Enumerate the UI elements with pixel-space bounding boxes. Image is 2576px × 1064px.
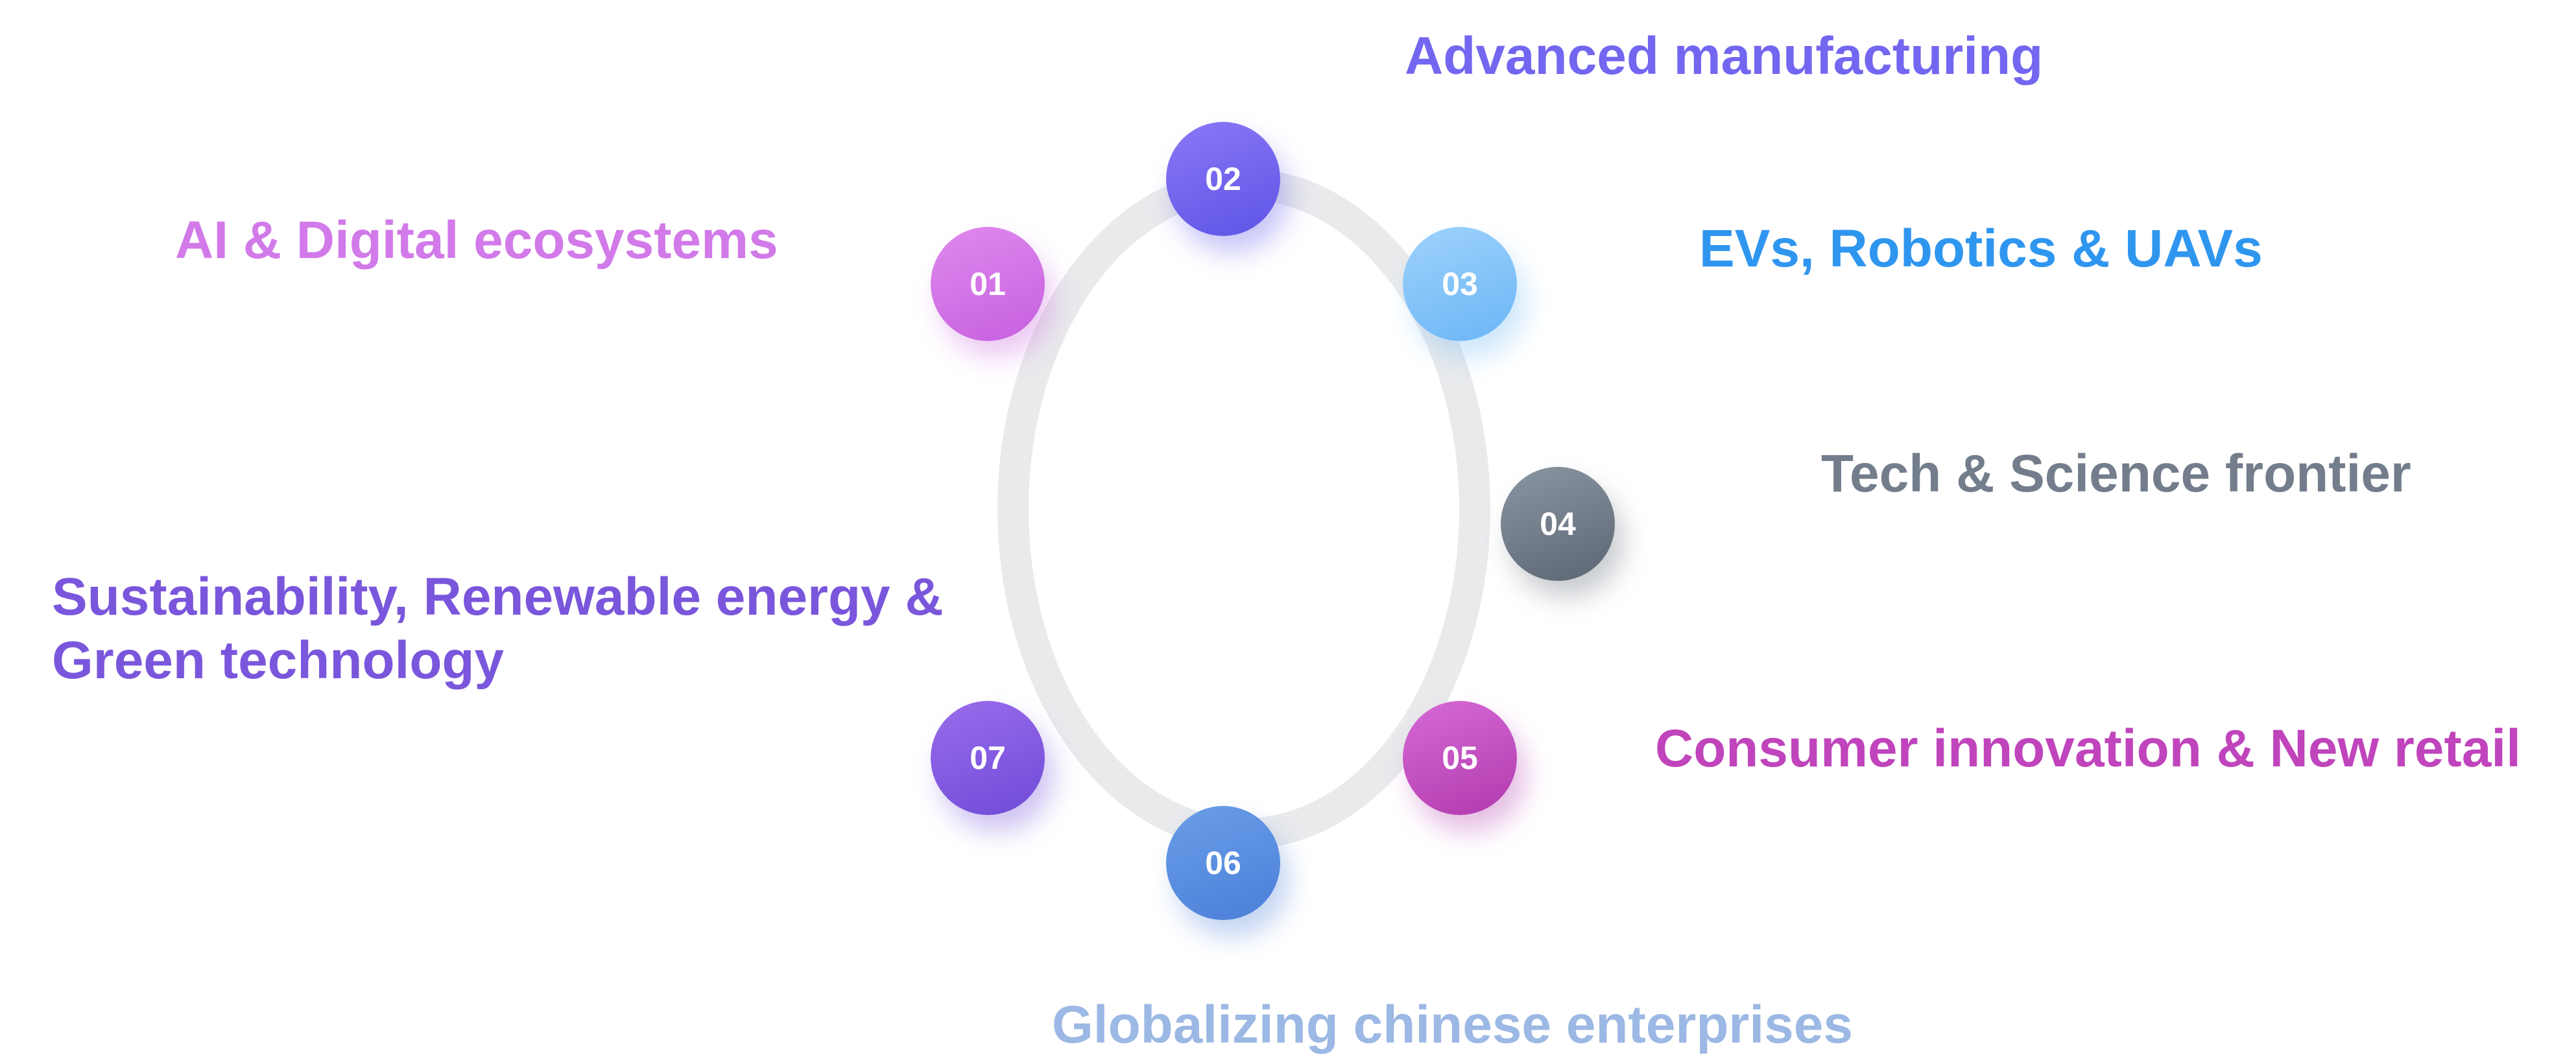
node-02: 02 bbox=[1166, 122, 1280, 236]
label-07: Sustainability, Renewable energy & Green… bbox=[52, 567, 944, 690]
label-06: Globalizing chinese enterprises bbox=[1052, 995, 1853, 1054]
node-01: 01 bbox=[931, 227, 1045, 341]
label-01: AI & Digital ecosystems bbox=[175, 211, 778, 270]
node-number: 04 bbox=[1540, 506, 1576, 542]
node-number: 07 bbox=[970, 740, 1006, 776]
node-number: 01 bbox=[970, 266, 1006, 302]
node-03: 03 bbox=[1403, 227, 1517, 341]
node-07: 07 bbox=[931, 701, 1045, 815]
node-05: 05 bbox=[1403, 701, 1517, 815]
node-number: 06 bbox=[1205, 845, 1241, 881]
node-number: 02 bbox=[1205, 161, 1241, 197]
label-02: Advanced manufacturing bbox=[1405, 27, 2044, 86]
label-04: Tech & Science frontier bbox=[1821, 444, 2411, 503]
node-04: 04 bbox=[1501, 467, 1615, 581]
node-06: 06 bbox=[1166, 806, 1280, 920]
label-05: Consumer innovation & New retail bbox=[1655, 719, 2521, 778]
label-03: EVs, Robotics & UAVs bbox=[1699, 219, 2263, 278]
node-number: 03 bbox=[1442, 266, 1478, 302]
node-number: 05 bbox=[1442, 740, 1478, 776]
